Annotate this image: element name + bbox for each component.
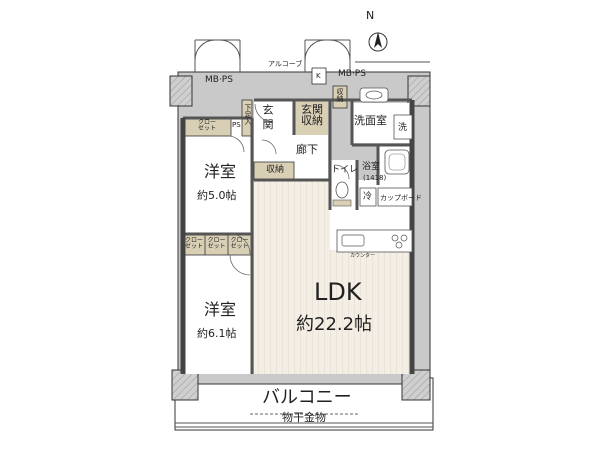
storage-mid-label: 収納 bbox=[266, 165, 285, 175]
washbasin bbox=[359, 87, 389, 103]
western1-size: 約5.0帖 bbox=[197, 189, 237, 202]
closet-top-label: クロー ゼット bbox=[197, 119, 216, 132]
drying-label: 物干金物 bbox=[282, 411, 326, 424]
balcony-label: バルコニー bbox=[262, 387, 352, 408]
wash-label: 洗 bbox=[398, 123, 408, 133]
toilet-label: トイレ bbox=[331, 165, 359, 175]
washing-machine-pan bbox=[393, 114, 413, 140]
western2-size: 約6.1帖 bbox=[197, 327, 237, 340]
fridge-box bbox=[359, 187, 377, 207]
kitchen-counter bbox=[336, 229, 413, 253]
washroom-label: 洗面室 bbox=[354, 114, 387, 127]
entrance-label: 玄 関 bbox=[261, 104, 274, 130]
cupboard-label: カップボード bbox=[380, 194, 422, 202]
bath-label: 浴室 bbox=[362, 162, 381, 172]
storage-top-label: 収納 bbox=[336, 88, 344, 102]
entrance-storage-floor bbox=[294, 100, 328, 135]
column-top-right bbox=[407, 75, 431, 107]
stove-burner-1 bbox=[391, 234, 399, 242]
interior-walls bbox=[183, 98, 412, 374]
sink bbox=[341, 234, 365, 247]
mbps-left-label: MB·PS bbox=[205, 75, 233, 85]
hallway-label: 廊下 bbox=[296, 143, 318, 156]
mbps-right-label: MB·PS bbox=[338, 69, 366, 79]
shoe-rack-label: 下足入 bbox=[244, 104, 252, 125]
k-box bbox=[311, 67, 327, 85]
stove-burner-2 bbox=[400, 234, 408, 242]
entrance-storage-label: 玄関 収納 bbox=[301, 103, 323, 127]
bath-size-label: (1418) bbox=[363, 174, 387, 182]
closet-row-label-2: クロー ゼット bbox=[207, 237, 226, 250]
alcove-label: アルコーブ bbox=[268, 60, 303, 68]
top-windows bbox=[194, 39, 430, 72]
western1-floor bbox=[183, 118, 251, 234]
fridge-label: 冷 bbox=[363, 192, 373, 202]
ldk-name: LDK bbox=[314, 278, 362, 306]
counter-label: カウンター bbox=[350, 253, 376, 259]
stove-burner-3 bbox=[395, 241, 403, 249]
entrance-floor bbox=[254, 100, 294, 135]
western2-name: 洋室 bbox=[204, 300, 237, 319]
toilet-bowl bbox=[335, 181, 349, 199]
compass-label: N bbox=[366, 9, 375, 22]
k-box-label: K bbox=[316, 72, 321, 80]
closet-row-label-3: クロー ゼット bbox=[230, 237, 249, 250]
column-bottom-left bbox=[171, 369, 199, 401]
ldk-size: 約22.2帖 bbox=[296, 314, 373, 335]
closet-row-label-1: クロー ゼット bbox=[184, 237, 203, 250]
cupboard-box bbox=[377, 187, 413, 207]
entrance-text: 玄 関 bbox=[261, 104, 274, 130]
western2-floor bbox=[183, 237, 251, 374]
bathtub bbox=[384, 149, 410, 175]
balcony-area bbox=[174, 377, 434, 431]
door-swings bbox=[227, 103, 350, 276]
storage-top bbox=[332, 85, 348, 109]
western1-name: 洋室 bbox=[204, 162, 237, 181]
ps-label: PS bbox=[232, 121, 241, 129]
column-top-left bbox=[169, 75, 193, 107]
column-bottom-right bbox=[401, 369, 431, 401]
